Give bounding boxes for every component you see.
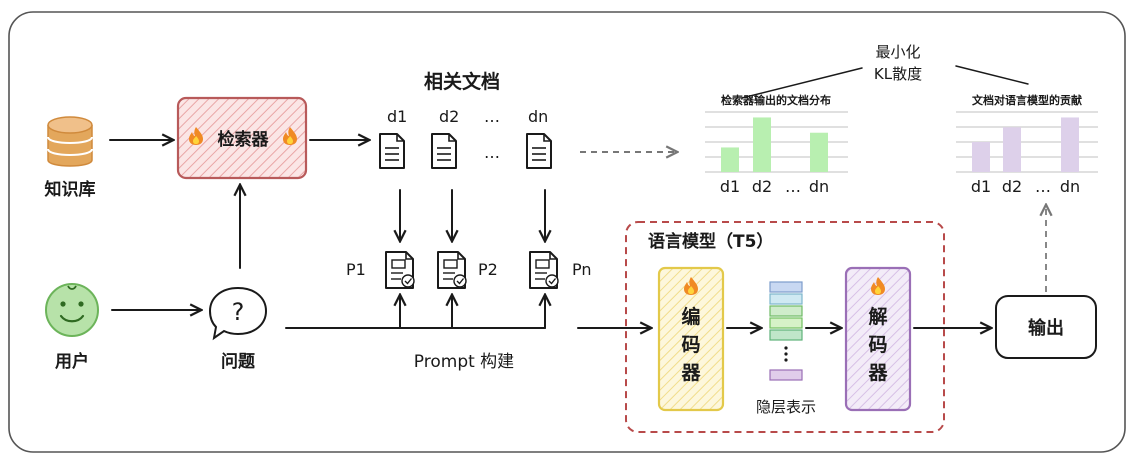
bar-1 — [721, 147, 739, 172]
x-tick-label: d1 — [971, 177, 991, 196]
user-label: 用户 — [55, 351, 89, 372]
encoder-char-1: 编 — [681, 305, 700, 328]
hidden-representation-label: 隐层表示 — [756, 398, 816, 416]
prompt-label-p2: P2 — [478, 260, 498, 279]
document-icon — [526, 133, 552, 169]
document-icon — [379, 133, 405, 169]
question-label: 问题 — [221, 351, 256, 372]
user-face-icon — [45, 283, 99, 337]
prompt-label-p1: P1 — [346, 260, 366, 279]
bar-4 — [810, 132, 828, 172]
outer-frame — [8, 11, 1126, 453]
bar-4 — [1061, 117, 1079, 172]
kl-line1: 最小化 — [875, 43, 920, 61]
knowledge-base-label: 知识库 — [44, 179, 96, 200]
doc-label-ellipsis: … — [484, 107, 500, 126]
prompt-document-icon — [385, 251, 415, 289]
prompt-document-icon — [437, 251, 467, 289]
decoder-box: 解 码 器 — [844, 266, 912, 412]
doc-label-d2: d2 — [439, 107, 459, 126]
decoder-char-2: 码 — [868, 334, 887, 356]
encoder-box: 编 码 器 — [657, 266, 725, 412]
svg-text:?: ? — [232, 298, 245, 326]
x-tick-label: d1 — [720, 177, 740, 196]
prompt-document-icon — [529, 251, 559, 289]
chart0-title: 检索器输出的文档分布 — [721, 93, 831, 107]
prompt-build-label: Prompt 构建 — [414, 352, 514, 372]
lm-contribution-chart: 文档对语言模型的贡献 d1 d2 … dn — [956, 93, 1098, 196]
x-tick-label: … — [785, 177, 801, 196]
output-label: 输出 — [1028, 317, 1064, 339]
encoder-char-3: 器 — [680, 362, 701, 384]
retriever-box: 检索器 — [176, 96, 308, 180]
bar-2 — [1003, 127, 1021, 172]
related-docs-title: 相关文档 — [424, 70, 500, 93]
chart1-title: 文档对语言模型的贡献 — [972, 93, 1082, 107]
x-tick-label: d2 — [752, 177, 772, 196]
hidden-representation-stack — [769, 281, 803, 381]
doc-label-dn: dn — [528, 107, 548, 126]
kl-line2: KL散度 — [874, 65, 922, 83]
retriever-label: 检索器 — [218, 129, 270, 150]
encoder-char-2: 码 — [681, 334, 700, 356]
decoder-char-1: 解 — [868, 305, 887, 328]
document-icon — [431, 133, 457, 169]
database-icon — [47, 116, 93, 167]
language-model-box — [625, 221, 945, 433]
kl-line-right — [955, 65, 1029, 85]
x-tick-label: dn — [1060, 177, 1080, 196]
doc-label-d1: d1 — [387, 107, 407, 126]
x-tick-label: d2 — [1002, 177, 1022, 196]
output-box: 输出 — [995, 295, 1097, 359]
bar-1 — [972, 142, 990, 172]
retriever-distribution-chart: 检索器输出的文档分布 d1 d2 … dn — [705, 93, 848, 196]
bar-2 — [753, 117, 771, 172]
docs-ellipsis: … — [484, 143, 500, 162]
speech-bubble-icon: ? — [208, 286, 268, 341]
x-tick-label: … — [1035, 177, 1051, 196]
kl-line-left — [741, 67, 863, 99]
x-tick-label: dn — [809, 177, 829, 196]
decoder-char-3: 器 — [867, 362, 888, 384]
prompt-label-pn: Pn — [572, 260, 592, 279]
language-model-title: 语言模型（T5） — [648, 231, 773, 252]
